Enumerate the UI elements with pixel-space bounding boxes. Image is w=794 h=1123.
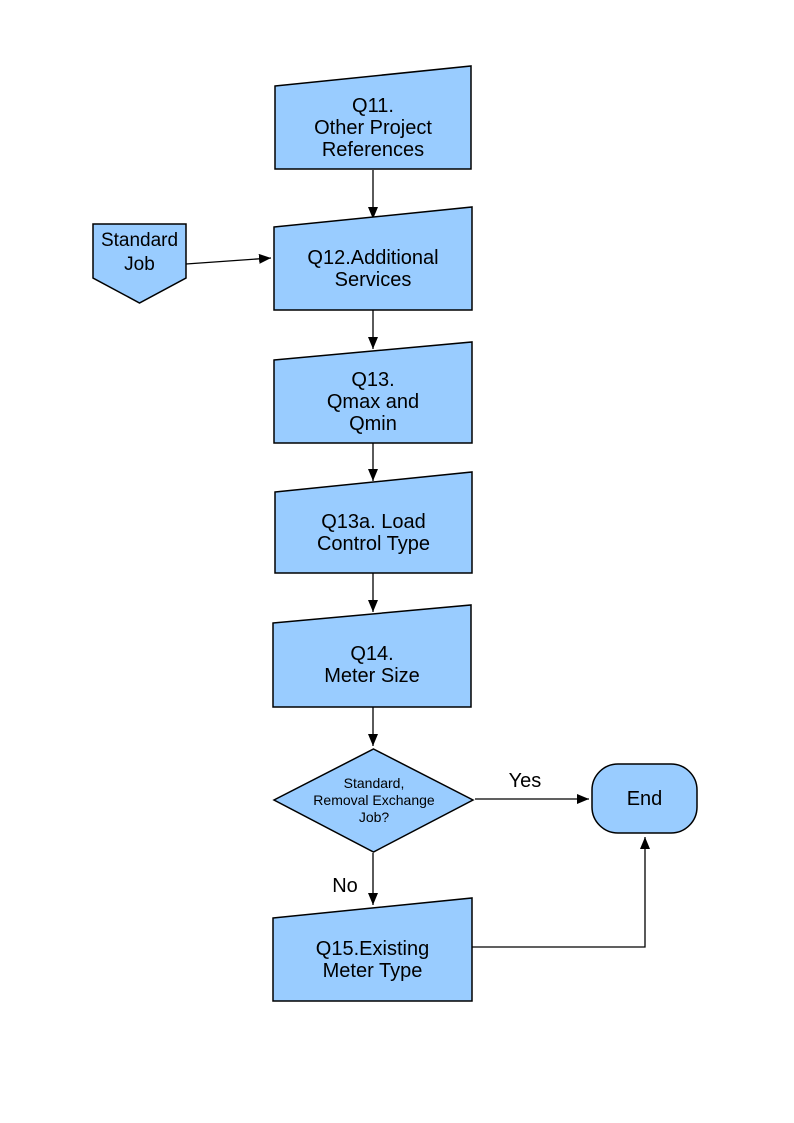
standard-job-node-shape [92,223,187,304]
q12-node-shape [273,206,473,311]
edge-q15-to-end [472,837,650,948]
decision-node-shape [272,748,475,853]
q12-node-label: Q12.Additional Services [307,246,439,291]
q11-node-shape [274,65,472,170]
no-edge-label: No [332,874,358,897]
edge-standard-job-to-q12 [185,253,272,265]
q14-node-shape [272,604,472,708]
q14-node-label: Q14. Meter Size [324,643,420,687]
yes-edge-label: Yes [508,769,542,792]
q15-node-shape [272,897,473,1002]
end-node-shape [591,763,698,834]
standard-job-node-label: Standard Job [100,230,179,275]
q13a-node-shape [274,471,473,574]
q13-node-shape [273,341,473,444]
end-node-label: End [626,787,663,810]
q13a-node-label: Q13a. Load Control Type [316,510,431,555]
q11-node-label: Q11. Other Project References [314,94,432,161]
q13-node-label: Q13. Qmax and Qmin [326,368,420,435]
decision-node-label: Standard, Removal Exchange Job? [313,774,435,825]
q15-node-label: Q15.Existing Meter Type [315,937,430,982]
